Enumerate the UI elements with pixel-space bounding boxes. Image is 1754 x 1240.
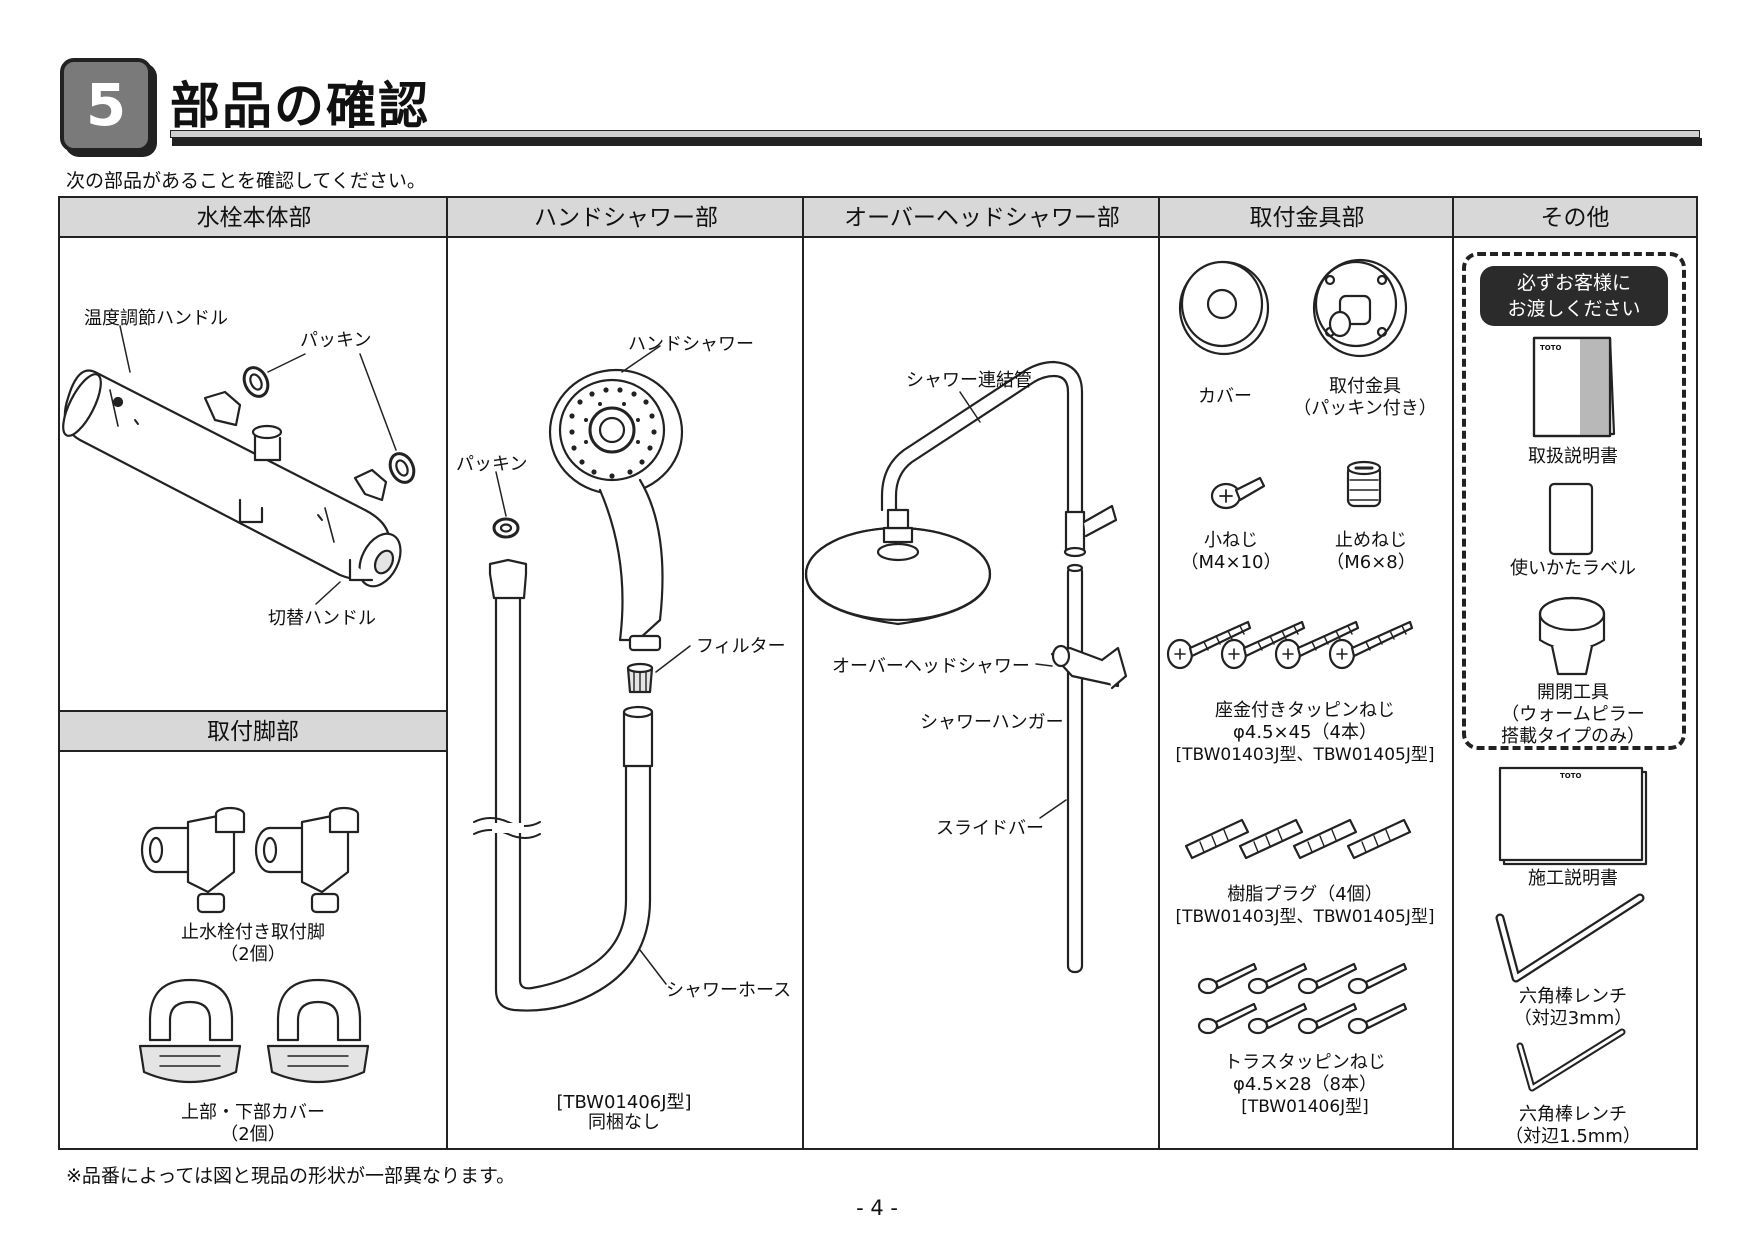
label-stop-valve-leg-qty: （2個）	[220, 944, 286, 965]
label-overhead-shower: オーバーヘッドシャワー	[832, 656, 1030, 677]
packing-rings-faucet	[242, 366, 416, 484]
label-packing-hand-shower: パッキン	[456, 454, 528, 475]
label-cover: カバー	[1198, 386, 1252, 407]
col-divider-1	[446, 198, 448, 1148]
hex-wrench-3mm-illustration	[1495, 893, 1645, 983]
section-number-badge: 5	[60, 58, 152, 152]
label-shower-hanger: シャワーハンガー	[920, 712, 1064, 733]
label-shower-pipe: シャワー連結管	[906, 370, 1032, 391]
manual-brand-mark: TOTO	[1540, 344, 1562, 352]
label-washer-screw-size: φ4.5×45（4本）	[1233, 722, 1377, 743]
label-temp-handle: 温度調節ハンドル	[84, 308, 228, 329]
handover-badge: 必ずお客様に お渡しください	[1480, 266, 1668, 326]
resin-plugs-illustration	[1184, 818, 1412, 860]
label-bracket-note: （パッキン付き）	[1293, 398, 1437, 419]
opening-tool-illustration	[1538, 596, 1606, 676]
label-opening-tool-note-2: 搭載タイプのみ）	[1501, 726, 1645, 747]
col-divider-3	[1158, 198, 1160, 1148]
faucet-leader-lines	[119, 325, 397, 605]
label-packing-faucet: パッキン	[300, 330, 372, 351]
header-mounting-legs: 取付脚部	[60, 712, 446, 752]
install-manual-brand-mark: TOTO	[1560, 772, 1582, 780]
cover-plate-illustration	[1178, 260, 1270, 356]
shower-connecting-pipe-illustration	[880, 360, 1118, 558]
shower-hose-illustration	[473, 558, 654, 1012]
page-title: 部品の確認	[170, 77, 430, 135]
mounting-bracket-illustration	[1312, 258, 1408, 358]
label-opening-tool: 開閉工具	[1537, 682, 1609, 703]
title-rule-light	[170, 130, 1700, 138]
hand-shower-packing-ring	[492, 517, 520, 539]
label-set-screw-size: （M6×8）	[1326, 552, 1416, 573]
shower-hanger-illustration	[1050, 644, 1128, 690]
label-slide-bar: スライドバー	[936, 818, 1044, 839]
col-divider-2	[802, 198, 804, 1148]
label-washer-screw: 座金付きタッピンねじ	[1215, 700, 1395, 721]
stop-valve-legs-illustration	[140, 806, 360, 914]
label-bracket: 取付金具	[1329, 376, 1401, 397]
small-screw-illustration	[1210, 476, 1266, 510]
thermostat-faucet-illustration	[62, 369, 402, 588]
label-installation-manual: 施工説明書	[1528, 868, 1618, 889]
title-rule-dark	[172, 138, 1702, 146]
label-hex-wrench-15mm: 六角棒レンチ	[1519, 1104, 1627, 1125]
label-covers: 上部・下部カバー	[181, 1102, 325, 1123]
label-usage-label: 使いかたラベル	[1510, 558, 1636, 579]
label-hand-shower: ハンドシャワー	[628, 334, 754, 355]
handover-line-2: お渡しください	[1507, 298, 1641, 320]
label-small-screw-size: （M4×10）	[1180, 552, 1282, 573]
filter-illustration	[626, 662, 654, 694]
overhead-shower-head-illustration	[804, 508, 992, 626]
label-instruction-manual: 取扱説明書	[1528, 446, 1618, 467]
handover-line-1: 必ずお客様に	[1516, 272, 1631, 294]
installation-manual-illustration	[1498, 766, 1648, 866]
label-hex-wrench-3mm-size: （対辺3mm）	[1513, 1008, 1633, 1029]
page-number: - 4 -	[856, 1196, 898, 1220]
set-screw-illustration	[1346, 460, 1382, 508]
label-hand-shower-model: [TBW01406J型]	[556, 1092, 692, 1113]
handover-items-dashed-box	[1462, 252, 1686, 750]
upper-lower-covers-illustration	[138, 978, 370, 1084]
label-washer-screw-models: [TBW01403J型、TBW01405J型]	[1175, 745, 1435, 765]
legs-divider-top	[60, 710, 448, 712]
label-stop-valve-leg: 止水栓付き取付脚	[181, 922, 325, 943]
col-divider-4	[1452, 198, 1454, 1148]
hand-shower-illustration	[548, 368, 684, 652]
hex-wrench-15mm-illustration	[1516, 1028, 1626, 1092]
parts-table: 水栓本体部 ハンドシャワー部 オーバーヘッドシャワー部 取付金具部 その他 取付…	[58, 196, 1698, 1150]
footnote: ※品番によっては図と現品の形状が一部異なります。	[66, 1165, 516, 1187]
header-overhead-shower: オーバーヘッドシャワー部	[804, 198, 1160, 238]
slide-bar-illustration	[1066, 563, 1084, 974]
intro-text: 次の部品があることを確認してください。	[66, 170, 426, 192]
truss-tapping-screws-illustration	[1197, 962, 1408, 1035]
instruction-manual-illustration	[1532, 336, 1616, 438]
label-covers-qty: （2個）	[220, 1124, 286, 1145]
label-hex-wrench-3mm: 六角棒レンチ	[1519, 986, 1627, 1007]
label-opening-tool-note-1: （ウォームピラー	[1501, 704, 1645, 725]
label-resin-plug: 樹脂プラグ（4個）	[1227, 884, 1383, 905]
usage-label-illustration	[1548, 482, 1594, 556]
label-truss-screw-size: φ4.5×28（8本）	[1233, 1074, 1377, 1095]
label-hand-shower-not-included: 同梱なし	[588, 1112, 660, 1133]
hand-shower-leader-lines	[495, 345, 691, 985]
header-other: その他	[1454, 198, 1696, 238]
header-hand-shower: ハンドシャワー部	[448, 198, 804, 238]
label-switch-handle: 切替ハンドル	[268, 608, 376, 629]
label-small-screw: 小ねじ	[1204, 530, 1258, 551]
label-resin-plug-models: [TBW01403J型、TBW01405J型]	[1175, 907, 1435, 927]
header-faucet-body: 水栓本体部	[60, 198, 448, 238]
washer-tapping-screws-illustration	[1166, 620, 1414, 670]
label-truss-screw-models: [TBW01406J型]	[1241, 1097, 1369, 1117]
label-set-screw: 止めねじ	[1335, 530, 1407, 551]
label-shower-hose: シャワーホース	[666, 980, 792, 1001]
overhead-leader-lines	[959, 391, 1067, 819]
label-filter: フィルター	[696, 636, 786, 657]
label-hex-wrench-15mm-size: （対辺1.5mm）	[1505, 1126, 1641, 1147]
header-mounting-hardware: 取付金具部	[1160, 198, 1454, 238]
label-truss-screw: トラスタッピンねじ	[1224, 1052, 1386, 1073]
